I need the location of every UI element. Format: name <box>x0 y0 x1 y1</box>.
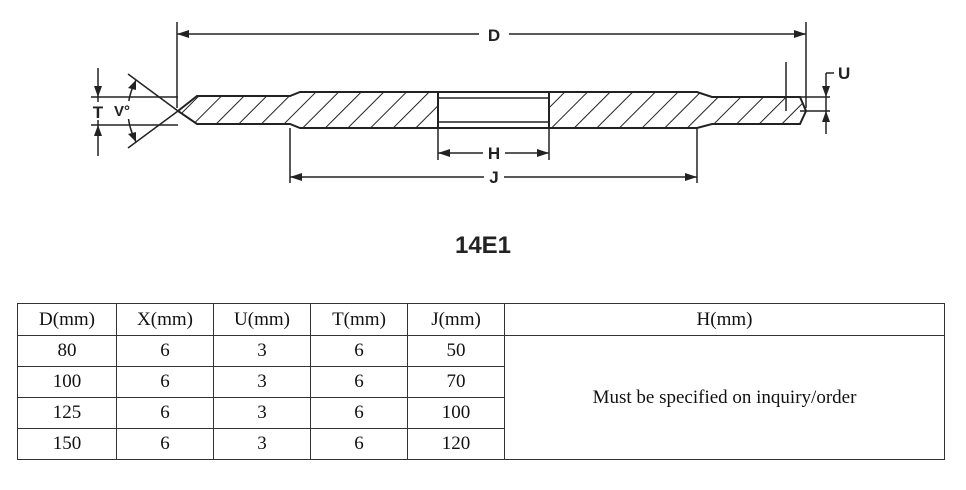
table-cell: 100 <box>407 397 505 429</box>
header-cell: H(mm) <box>504 303 945 336</box>
header-cell: T(mm) <box>310 303 408 336</box>
table-cell: 125 <box>17 397 117 429</box>
table-cell: 3 <box>213 428 311 460</box>
table-header-row: D(mm) X(mm) U(mm) T(mm) J(mm) H(mm) <box>17 303 945 336</box>
header-cell: X(mm) <box>116 303 214 336</box>
header-cell: D(mm) <box>17 303 117 336</box>
table-cell: 6 <box>116 335 214 367</box>
table-cell: 150 <box>17 428 117 460</box>
diagram-title: 14E1 <box>454 232 512 259</box>
table-cell: 3 <box>213 397 311 429</box>
header-cell: U(mm) <box>213 303 311 336</box>
v-label: V° <box>114 103 130 120</box>
v-angle-line-lower <box>127 110 179 149</box>
spec-table: D(mm) X(mm) U(mm) T(mm) J(mm) H(mm) 80 6… <box>17 303 945 460</box>
table-row: 150 6 3 6 120 <box>17 428 945 460</box>
table-cell: 6 <box>116 428 214 460</box>
table-cell: 3 <box>213 335 311 367</box>
table-row: 100 6 3 6 70 <box>17 366 945 398</box>
table-cell: 6 <box>310 335 408 367</box>
j-label: J <box>489 168 498 187</box>
table-row: 80 6 3 6 50 Must be specified on inquiry… <box>17 335 945 460</box>
v-angle-line-upper <box>127 73 179 112</box>
table-cell: 6 <box>310 397 408 429</box>
wheel-profile-diagram: D H J U T V° <box>90 22 850 187</box>
table-cell: 120 <box>407 428 505 460</box>
table-cell: 3 <box>213 366 311 398</box>
d-label: D <box>488 26 500 45</box>
table-cell: 70 <box>407 366 505 398</box>
table-cell: 100 <box>17 366 117 398</box>
h-note-cell: Must be specified on inquiry/order <box>504 335 945 460</box>
t-label: T <box>93 103 104 122</box>
table-cell: 50 <box>407 335 505 367</box>
table-cell: 6 <box>310 366 408 398</box>
table-cell: 6 <box>116 366 214 398</box>
table-cell: 80 <box>17 335 117 367</box>
h-label: H <box>488 144 500 163</box>
header-cell: J(mm) <box>407 303 505 336</box>
u-label: U <box>838 64 850 83</box>
table-cell: 6 <box>116 397 214 429</box>
table-cell: 6 <box>310 428 408 460</box>
